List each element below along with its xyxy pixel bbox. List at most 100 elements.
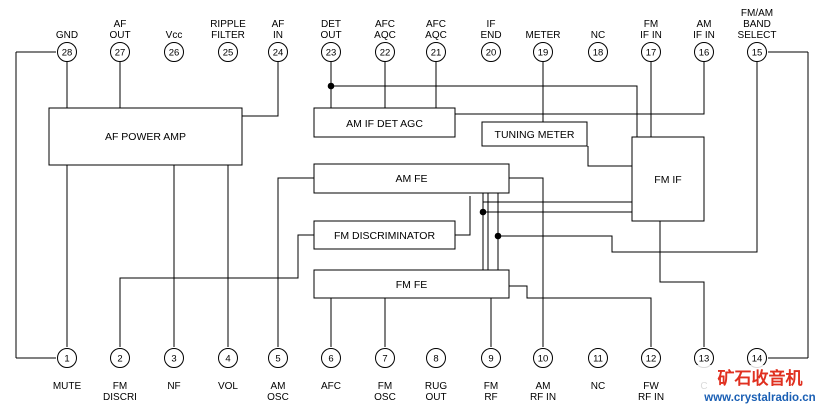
wiring [15,51,809,359]
pin-19: 19 METER [526,30,561,62]
block-af-power-amp [48,107,243,166]
pin-label: MUTE [53,381,82,392]
pin-number: 28 [62,48,73,59]
pin-28: 28 GND [56,30,78,62]
pin-3: 3NF [164,348,184,392]
pin-number: 12 [646,354,657,365]
pin-label: OSC [374,392,396,403]
label-af-power-amp: AF POWER AMP [105,131,186,143]
pin-label: RF IN [530,392,556,403]
pin-circle [588,348,608,368]
pin-circle [164,348,184,368]
pin-label: FW [643,381,659,392]
pin-number: 26 [169,48,180,59]
pin-label: AQC [425,30,447,41]
pin-label: IN [273,30,283,41]
watermark-cn: 矿石收音机 [718,368,803,388]
pin-label: AM [271,381,286,392]
pin-circle [218,348,238,368]
pin-label: IF IN [640,30,662,41]
pin-label: OUT [320,30,341,41]
junction-dot [479,208,487,216]
pin-number: 14 [752,354,763,365]
pin-circle [481,348,501,368]
pin-label: END [480,30,501,41]
pin-number: 6 [328,354,333,365]
pin-number: 1 [64,354,69,365]
junction-dot [327,82,335,90]
block-fm-discriminator [313,220,456,250]
block-fm-fe [313,269,510,299]
pin-label: IF IN [693,30,715,41]
pin-number: 21 [431,48,442,59]
pin-number: 19 [538,48,549,59]
pin-circle [426,348,446,368]
pin-18: 18 NC [588,30,608,62]
pin-label: IF [487,19,496,30]
pin-circle [268,348,288,368]
pin-label: NF [167,381,180,392]
pin-circle [110,42,130,62]
pin-circle [588,42,608,62]
pin-label: AQC [374,30,396,41]
pin-label: RIPPLE [210,19,246,30]
pin-circle [641,42,661,62]
pin-label: NC [591,381,605,392]
pin-label: VOL [218,381,238,392]
pin-circle [321,348,341,368]
pin-label: FM [378,381,392,392]
pin-number: 27 [115,48,126,59]
pin-number: 7 [382,354,387,365]
pin-circle [268,42,288,62]
pin-circle [110,348,130,368]
pin-number: 20 [486,48,497,59]
pin-label: OUT [109,30,130,41]
pin-label: GND [56,30,78,41]
pin-label: METER [526,30,561,41]
pin-circle [533,42,553,62]
pin-label: BAND [743,19,771,30]
pin-label: FILTER [211,30,245,41]
pin-circle [481,42,501,62]
pin-circle [375,42,395,62]
pin-label: OSC [267,392,289,403]
pin-circle [747,42,767,62]
pin-number: 8 [433,354,438,365]
pin-label: NC [591,30,605,41]
pin-number: 24 [273,48,284,59]
pin-number: 9 [488,354,493,365]
pin-circle [57,348,77,368]
pin-number: 11 [593,354,603,365]
pin-number: 23 [326,48,337,59]
pin-number: 10 [538,354,549,365]
pin-circle [321,42,341,62]
pin-number: 18 [593,48,604,59]
pin-number: 22 [380,48,391,59]
pin-label: AFC [426,19,446,30]
label-am-if-det-agc: AM IF DET AGC [346,118,423,130]
label-fm-discriminator: FM DISCRIMINATOR [334,230,436,242]
pin-circle [641,348,661,368]
pin-number: 25 [223,48,234,59]
pin-number: 15 [752,48,763,59]
function-blocks [48,107,705,299]
block-am-if-det-agc [313,107,456,138]
pin-label: FM [644,19,658,30]
pin-number: 5 [275,354,280,365]
